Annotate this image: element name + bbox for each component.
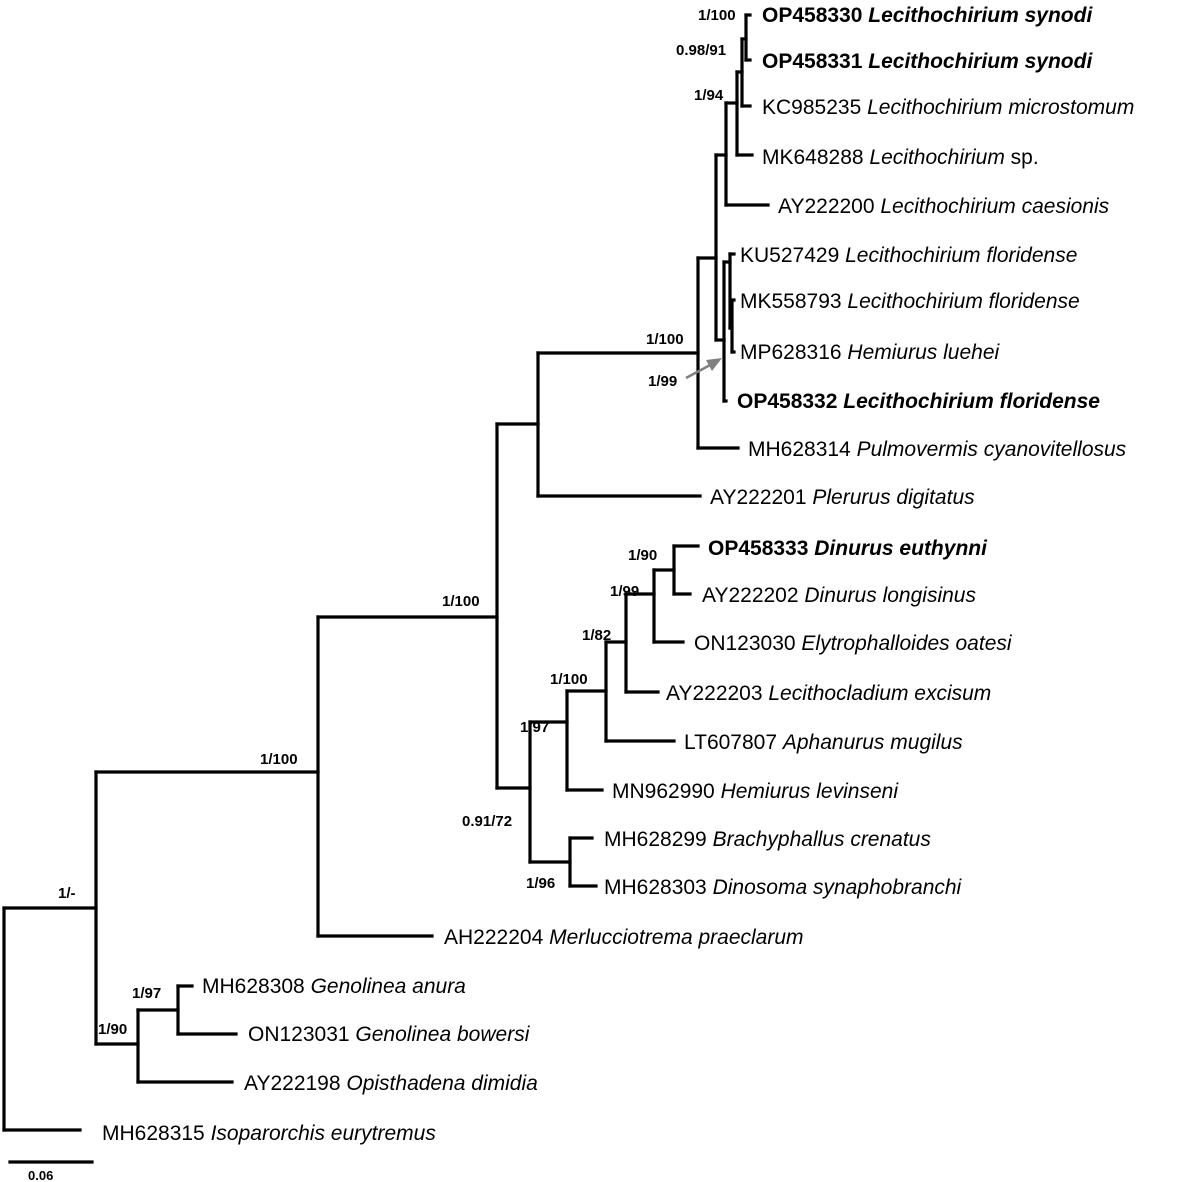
tip-label: OP458331 Lecithochirium synodi xyxy=(762,50,1093,73)
tip-accession: KU527429 xyxy=(740,244,845,267)
tip-species: Dinurus euthynni xyxy=(814,537,988,560)
tip-label: MH628314 Pulmovermis cyanovitellosus xyxy=(748,438,1127,461)
tip-species: Lecithochirium microstomum xyxy=(867,96,1134,119)
tip-label: MK558793 Lecithochirium floridense xyxy=(740,290,1080,313)
tip-label: ON123031 Genolinea bowersi xyxy=(248,1023,531,1046)
tip-accession: MH628314 xyxy=(748,438,857,461)
tip-accession: AY222198 xyxy=(244,1072,346,1095)
tip-accession: MK558793 xyxy=(740,290,847,313)
support-value: 1/94 xyxy=(694,87,724,104)
arrow-head xyxy=(706,358,722,371)
tip-accession: AH222204 xyxy=(444,926,549,949)
tip-species: Isoparorchis eurytremus xyxy=(211,1122,437,1145)
tip-species: Brachyphallus crenatus xyxy=(713,828,932,851)
tip-species: Lecithochirium caesionis xyxy=(880,195,1109,218)
arrow-shaft xyxy=(685,362,713,380)
tip-label: AY222201 Plerurus digitatus xyxy=(710,486,975,509)
support-value: 1/99 xyxy=(610,583,639,600)
tip-label: OP458330 Lecithochirium synodi xyxy=(762,4,1093,27)
tip-accession: MH628315 xyxy=(102,1122,211,1145)
tip-accession: AY222202 xyxy=(702,584,804,607)
support-value: 1/- xyxy=(58,885,76,902)
tip-species: Elytrophalloides oatesi xyxy=(801,632,1012,655)
tip-species: Lecithochirium xyxy=(869,146,1004,169)
tip-accession: ON123031 xyxy=(248,1023,355,1046)
tip-accession: MH628299 xyxy=(604,828,713,851)
tip-accession: MP628316 xyxy=(740,341,847,364)
tip-label: MN962990 Hemiurus levinseni xyxy=(612,780,899,803)
tip-species-suffix: sp. xyxy=(1005,146,1039,169)
support-values: 1/100 0.98/91 1/94 1/100 1/99 1/100 1/90 1/99 1/… xyxy=(58,7,736,1038)
tip-species: Lecithochirium floridense xyxy=(845,244,1077,267)
tip-accession: MH628308 xyxy=(202,975,311,998)
support-value: 1/100 xyxy=(550,671,588,688)
support-value: 1/100 xyxy=(442,593,480,610)
tip-label: KC985235 Lecithochirium microstomum xyxy=(762,96,1134,119)
tip-species: Pulmovermis cyanovitellosus xyxy=(857,438,1127,461)
tip-accession: AY222200 xyxy=(778,195,880,218)
tip-label: MH628315 Isoparorchis eurytremus xyxy=(102,1122,436,1145)
support-value: 1/100 xyxy=(698,7,736,24)
tip-species: Hemiurus levinseni xyxy=(721,780,900,803)
support-value: 1/97 xyxy=(520,719,549,736)
tip-accession: LT607807 xyxy=(684,731,783,754)
tip-accession: MH628303 xyxy=(604,876,713,899)
tip-label: MH628303 Dinosoma synaphobranchi xyxy=(604,876,963,899)
support-value: 1/90 xyxy=(98,1021,127,1038)
tip-accession: OP458332 xyxy=(737,390,843,413)
tip-label: AH222204 Merlucciotrema praeclarum xyxy=(444,926,804,949)
tip-species: Lecithochirium floridense xyxy=(847,290,1079,313)
tip-species: Dinosoma synaphobranchi xyxy=(713,876,963,899)
tip-label: AY222203 Lecithocladium excisum xyxy=(666,682,991,705)
tip-accession: OP458333 xyxy=(708,537,814,560)
tip-species: Lecithochirium synodi xyxy=(868,50,1093,73)
support-value: 1/82 xyxy=(582,627,611,644)
support-value: 1/97 xyxy=(132,985,161,1002)
tip-label: AY222200 Lecithochirium caesionis xyxy=(778,195,1110,218)
tip-accession: AY222201 xyxy=(710,486,812,509)
tip-accession: MK648288 xyxy=(762,146,869,169)
tip-species: Genolinea anura xyxy=(311,975,466,998)
tip-species: Lecithocladium excisum xyxy=(768,682,991,705)
support-value: 1/100 xyxy=(260,751,298,768)
tip-accession: MN962990 xyxy=(612,780,721,803)
tip-accession: ON123030 xyxy=(694,632,801,655)
tip-accession: OP458330 xyxy=(762,4,868,27)
support-value: 0.98/91 xyxy=(676,42,726,59)
tree-branches xyxy=(2,13,770,1132)
node-pointer-arrow xyxy=(685,358,722,380)
scale-bar: 0.06 xyxy=(8,1160,94,1182)
tip-label: AY222202 Dinurus longisinus xyxy=(702,584,976,607)
scale-bar-label: 0.06 xyxy=(28,1168,53,1182)
tip-accession: AY222203 xyxy=(666,682,768,705)
support-value: 1/99 xyxy=(648,373,677,390)
tip-species: Genolinea bowersi xyxy=(355,1023,530,1046)
tip-species: Plerurus digitatus xyxy=(812,486,975,509)
tip-species: Lecithochirium floridense xyxy=(843,390,1100,413)
tip-species: Lecithochirium synodi xyxy=(868,4,1093,27)
tip-species: Dinurus longisinus xyxy=(804,584,976,607)
tip-label: MK648288 Lecithochirium sp. xyxy=(762,146,1039,169)
tip-accession: OP458331 xyxy=(762,50,868,73)
support-value: 1/100 xyxy=(646,331,684,348)
tip-label: KU527429 Lecithochirium floridense xyxy=(740,244,1077,267)
tip-label: LT607807 Aphanurus mugilus xyxy=(684,731,963,754)
tip-label: OP458333 Dinurus euthynni xyxy=(708,537,988,560)
tip-label: MP628316 Hemiurus luehei xyxy=(740,341,1000,364)
tip-label: OP458332 Lecithochirium floridense xyxy=(737,390,1100,413)
tip-label: AY222198 Opisthadena dimidia xyxy=(244,1072,538,1095)
support-value: 1/90 xyxy=(628,547,657,564)
tip-accession: KC985235 xyxy=(762,96,867,119)
tip-label: ON123030 Elytrophalloides oatesi xyxy=(694,632,1013,655)
tip-species: Aphanurus mugilus xyxy=(781,731,963,754)
support-value: 0.91/72 xyxy=(462,813,512,830)
tip-label: MH628308 Genolinea anura xyxy=(202,975,466,998)
tip-species: Opisthadena dimidia xyxy=(346,1072,537,1095)
tip-label: MH628299 Brachyphallus crenatus xyxy=(604,828,931,851)
tip-species: Hemiurus luehei xyxy=(847,341,1000,364)
support-value: 1/96 xyxy=(526,875,555,892)
tip-species: Merlucciotrema praeclarum xyxy=(549,926,803,949)
